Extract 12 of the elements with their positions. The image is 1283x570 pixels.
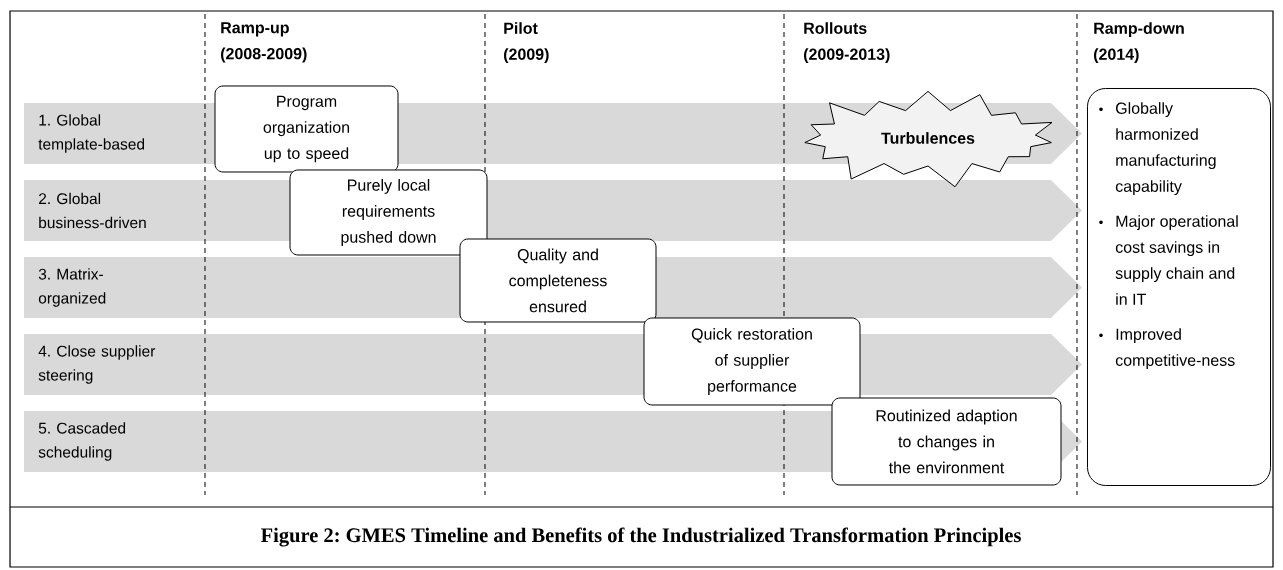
milestone-box: Quick restoration of supplier performance bbox=[643, 317, 861, 406]
phase-label: Rollouts (2009-2013) bbox=[804, 22, 890, 64]
milestone-box: Routinized adaption to changes in the environment bbox=[831, 397, 1062, 486]
starburst: Turbulences bbox=[804, 90, 1053, 188]
benefits-box: Globally harmonized manufacturing capability Major operational cost savings in supply chain and in IT Improved competitive-ness bbox=[1087, 88, 1271, 486]
milestone-box: Program organization up to speed bbox=[214, 85, 399, 173]
phase-label: Ramp-down (2014) bbox=[1094, 22, 1184, 64]
phase-label: Pilot (2009) bbox=[504, 22, 549, 64]
caption: Figure 2: GMES Timeline and Benefits of the Industrialized Transformation Principles bbox=[260, 527, 1021, 547]
phase-label: Ramp-up (2008-2009) bbox=[221, 22, 307, 63]
milestone-box: Quality and completeness ensured bbox=[459, 238, 657, 323]
milestone-box: Purely local requirements pushed down bbox=[289, 169, 488, 256]
